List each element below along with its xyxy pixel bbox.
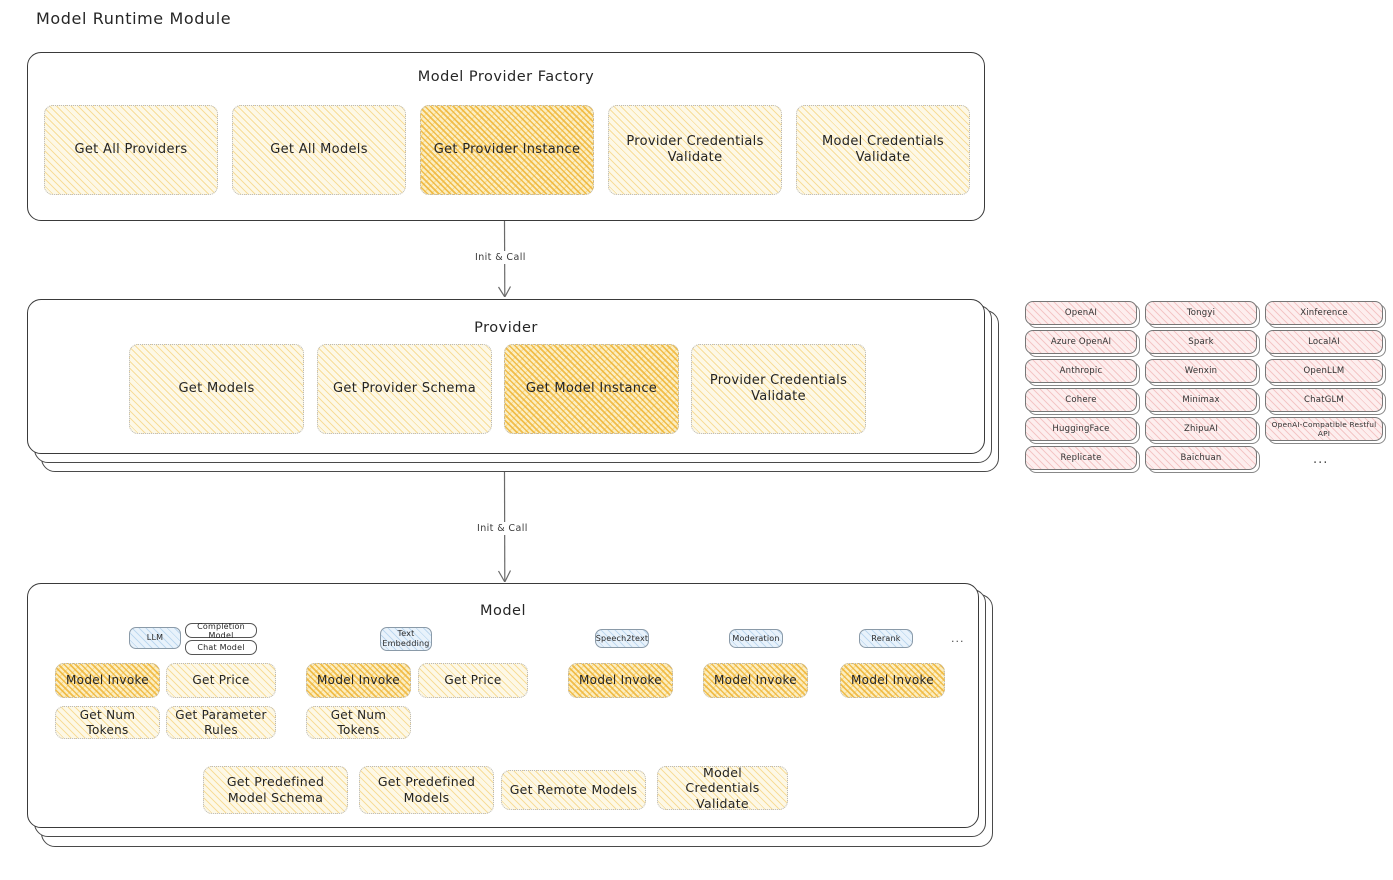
provider-chip-anthropic[interactable]: Anthropic	[1025, 359, 1137, 383]
provider-chip-azure-openai[interactable]: Azure OpenAI	[1025, 330, 1137, 354]
provider-list-more: ...	[1313, 452, 1329, 467]
model-subtype-chip-chat-model[interactable]: Chat Model	[185, 640, 257, 655]
model-type-chip-llm[interactable]: LLM	[129, 627, 181, 649]
node-llm-get-price[interactable]: Get Price	[166, 663, 276, 698]
model-type-chip-rerank[interactable]: Rerank	[859, 629, 913, 648]
node-get-remote-models[interactable]: Get Remote Models	[501, 770, 646, 810]
provider-chip-localai[interactable]: LocalAI	[1265, 330, 1383, 354]
node-rerank-model-invoke[interactable]: Model Invoke	[840, 663, 945, 698]
node-model-credentials-validate[interactable]: Model Credentials Validate	[796, 105, 970, 195]
model-types-more: ...	[951, 632, 965, 645]
node-get-predefined-models[interactable]: Get Predefined Models	[359, 766, 494, 814]
provider-chip-cohere[interactable]: Cohere	[1025, 388, 1137, 412]
node-llm-model-invoke[interactable]: Model Invoke	[55, 663, 160, 698]
node-llm-get-parameter-rules[interactable]: Get Parameter Rules	[166, 706, 276, 739]
provider-chip-openai[interactable]: OpenAI	[1025, 301, 1137, 325]
model-title: Model	[479, 603, 527, 619]
provider-chip-wenxin[interactable]: Wenxin	[1145, 359, 1257, 383]
node-get-all-models[interactable]: Get All Models	[232, 105, 406, 195]
provider-chip-replicate[interactable]: Replicate	[1025, 446, 1137, 470]
provider-chip-openllm[interactable]: OpenLLM	[1265, 359, 1383, 383]
node-speech2text-model-invoke[interactable]: Model Invoke	[568, 663, 673, 698]
provider-chip-spark[interactable]: Spark	[1145, 330, 1257, 354]
provider-chip-openai-compatible-restful-api[interactable]: OpenAI-Compatible Restful API	[1265, 417, 1383, 441]
node-get-provider-schema[interactable]: Get Provider Schema	[317, 344, 492, 434]
node-provider-credentials-validate[interactable]: Provider Credentials Validate	[608, 105, 782, 195]
provider-chip-tongyi[interactable]: Tongyi	[1145, 301, 1257, 325]
node-text-embedding-get-num-tokens[interactable]: Get Num Tokens	[306, 706, 411, 739]
node-text-embedding-model-invoke[interactable]: Model Invoke	[306, 663, 411, 698]
provider-title: Provider	[474, 320, 538, 336]
node-get-provider-instance[interactable]: Get Provider Instance	[420, 105, 594, 195]
node-get-models[interactable]: Get Models	[129, 344, 304, 434]
model-subtype-chip-completion-model[interactable]: Completion Model	[185, 622, 257, 640]
provider-chip-minimax[interactable]: Minimax	[1145, 388, 1257, 412]
page-title: Model Runtime Module	[36, 9, 232, 28]
node-text-embedding-get-price[interactable]: Get Price	[418, 663, 528, 698]
model-type-chip-moderation[interactable]: Moderation	[729, 629, 783, 648]
provider-chip-chatglm[interactable]: ChatGLM	[1265, 388, 1383, 412]
node-get-all-providers[interactable]: Get All Providers	[44, 105, 218, 195]
provider-chip-huggingface[interactable]: HuggingFace	[1025, 417, 1137, 441]
model-provider-factory-title: Model Provider Factory	[417, 69, 595, 85]
node-provider-credentials-validate-2[interactable]: Provider Credentials Validate	[691, 344, 866, 434]
node-moderation-model-invoke[interactable]: Model Invoke	[703, 663, 808, 698]
provider-chip-zhipuai[interactable]: ZhipuAI	[1145, 417, 1257, 441]
connector-label-init-call-1: Init & Call	[472, 251, 529, 264]
node-llm-get-num-tokens[interactable]: Get Num Tokens	[55, 706, 160, 739]
connector-label-init-call-2: Init & Call	[474, 522, 531, 535]
node-model-credentials-validate-3[interactable]: Model Credentials Validate	[657, 765, 788, 811]
node-get-predefined-model-schema[interactable]: Get Predefined Model Schema	[203, 766, 348, 814]
node-get-model-instance[interactable]: Get Model Instance	[504, 344, 679, 434]
model-type-chip-text-embedding[interactable]: Text Embedding	[380, 627, 432, 651]
provider-chip-baichuan[interactable]: Baichuan	[1145, 446, 1257, 470]
provider-chip-xinference[interactable]: Xinference	[1265, 301, 1383, 325]
model-type-chip-speech2text[interactable]: Speech2text	[595, 629, 649, 648]
